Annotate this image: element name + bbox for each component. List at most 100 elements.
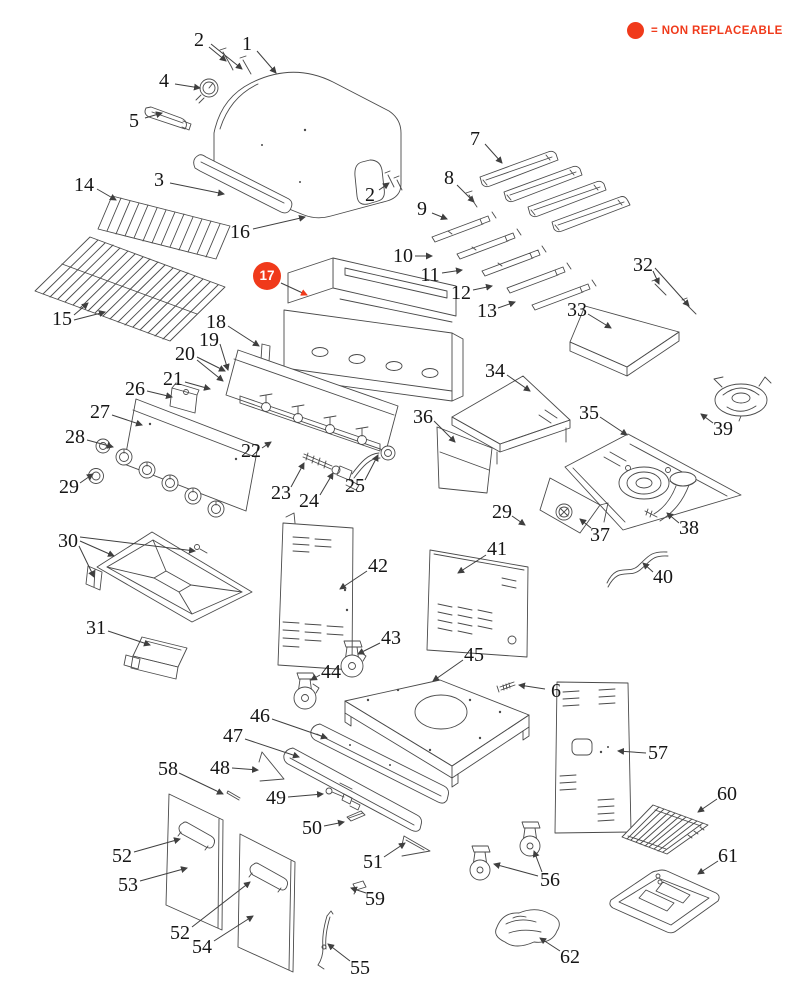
side-panel-small-drawing (436, 426, 493, 494)
thermometer-drawing (195, 78, 219, 104)
leader-line-part-39 (700, 413, 714, 424)
legend-text: = NON REPLACEABLE (651, 24, 783, 37)
side-burner-tube-drawing (644, 471, 697, 522)
leader-line-part-15 (73, 310, 106, 321)
leader-line-part-36 (433, 420, 456, 443)
leader-line-part-18 (227, 325, 260, 347)
side-burner-grate-drawing (713, 376, 772, 422)
leader-line-part-54 (213, 915, 254, 942)
igniter-module-drawing (169, 382, 200, 414)
leader-line-part-52 (191, 881, 251, 928)
leader-line-part-30 (79, 536, 196, 554)
leader-line-part-11 (441, 267, 463, 275)
leader-line-part-43 (357, 642, 381, 655)
leader-line-part-33 (587, 313, 612, 329)
support-bar-upper-drawing (310, 723, 449, 804)
leader-line-part-51 (383, 842, 406, 858)
control-panel-drawing (123, 398, 259, 512)
manifold-drawing (239, 395, 381, 452)
leader-line-part-6 (518, 682, 546, 690)
hinge-pin-58-drawing (226, 790, 241, 801)
burner-tubes-drawing (431, 211, 597, 311)
leader-line-part-34 (506, 374, 531, 392)
side-burner-top-drawing (564, 433, 742, 531)
leader-line-part-17 (280, 282, 308, 296)
leader-line-part-3 (169, 182, 225, 197)
leader-line-part-32 (654, 267, 690, 307)
leader-line-part-35 (599, 416, 628, 436)
leader-line-part-56 (493, 862, 539, 877)
leader-line-part-38 (666, 512, 680, 524)
back-panel-drawing (426, 549, 529, 658)
leader-line-part-44 (310, 674, 321, 681)
caster-fixed-2-drawing (469, 845, 491, 881)
lid-handle-drawing (193, 154, 293, 214)
leader-line-part-21 (184, 381, 211, 391)
firebox-drawing (283, 257, 464, 402)
leader-line-part-1 (256, 50, 277, 74)
cooking-grates-drawing (34, 236, 226, 342)
side-shelf-right-drawing (569, 305, 680, 377)
door-left-drawing (165, 793, 224, 931)
leader-line-part-58 (178, 772, 224, 795)
leader-line-part-30 (79, 540, 115, 557)
leader-line-part-56 (532, 850, 543, 873)
leader-line-part-47 (244, 738, 300, 759)
door-right-drawing (237, 833, 296, 973)
leader-line-part-46 (271, 718, 328, 740)
screw-6-drawing (496, 681, 516, 693)
leader-line-part-62 (539, 937, 561, 952)
leader-line-part-32 (652, 270, 660, 285)
leader-line-part-14 (96, 188, 117, 201)
leader-line-part-5 (144, 111, 163, 119)
valves-drawing (259, 393, 369, 445)
leader-line-part-16 (252, 214, 306, 230)
leader-line-part-59 (350, 886, 367, 894)
corner-bracket-48-drawing (258, 751, 285, 782)
leader-line-part-29 (511, 515, 526, 526)
caster-locking-1-drawing (340, 640, 367, 678)
leader-line-part-55 (327, 943, 351, 962)
leader-line-part-30 (78, 545, 95, 578)
cover-pad-62-drawing (495, 909, 560, 947)
leader-line-part-41 (457, 554, 487, 574)
leader-line-part-2 (208, 46, 227, 62)
door-latch-49-drawing (325, 787, 361, 811)
drip-pan-drawing (85, 531, 253, 623)
door-rod-55-drawing (317, 910, 334, 970)
leader-line-part-19 (219, 343, 230, 371)
leader-line-part-20 (196, 359, 224, 382)
cart-side-panel-right-drawing (554, 681, 632, 834)
leader-line-part-2 (378, 182, 390, 191)
leader-line-part-50 (323, 819, 345, 827)
leader-line-part-29 (79, 473, 94, 484)
side-shelf-left-drawing (451, 375, 571, 465)
leader-line-part-24 (319, 472, 334, 496)
leader-line-part-37 (579, 518, 592, 529)
leader-line-part-8 (456, 184, 475, 203)
leader-line-part-22 (261, 441, 272, 449)
leader-line-part-2 (210, 43, 243, 70)
leader-line-part-20 (196, 356, 226, 372)
leader-line-part-12 (472, 283, 493, 291)
leader-line-part-7 (484, 143, 503, 164)
supply-tube-drawing (302, 452, 333, 470)
heat-plates-drawing (479, 150, 631, 233)
tray-61-drawing (609, 869, 720, 934)
leader-line-part-27 (111, 414, 143, 427)
warming-rack-accessory-drawing (621, 804, 709, 855)
igniter-wire-drawing (606, 551, 669, 588)
lid-screws-drawing (219, 47, 403, 191)
non-replaceable-dot-icon (627, 22, 644, 39)
corner-bracket-51-drawing (401, 835, 431, 857)
leader-line-part-42 (339, 570, 368, 590)
leader-line-part-57 (617, 747, 647, 755)
leader-line-part-9 (431, 212, 448, 221)
leader-line-part-52 (133, 837, 181, 853)
leader-line-part-23 (290, 462, 305, 488)
leader-line-part-28 (86, 439, 114, 449)
leader-line-part-61 (697, 860, 719, 875)
leader-line-part-60 (697, 798, 718, 813)
